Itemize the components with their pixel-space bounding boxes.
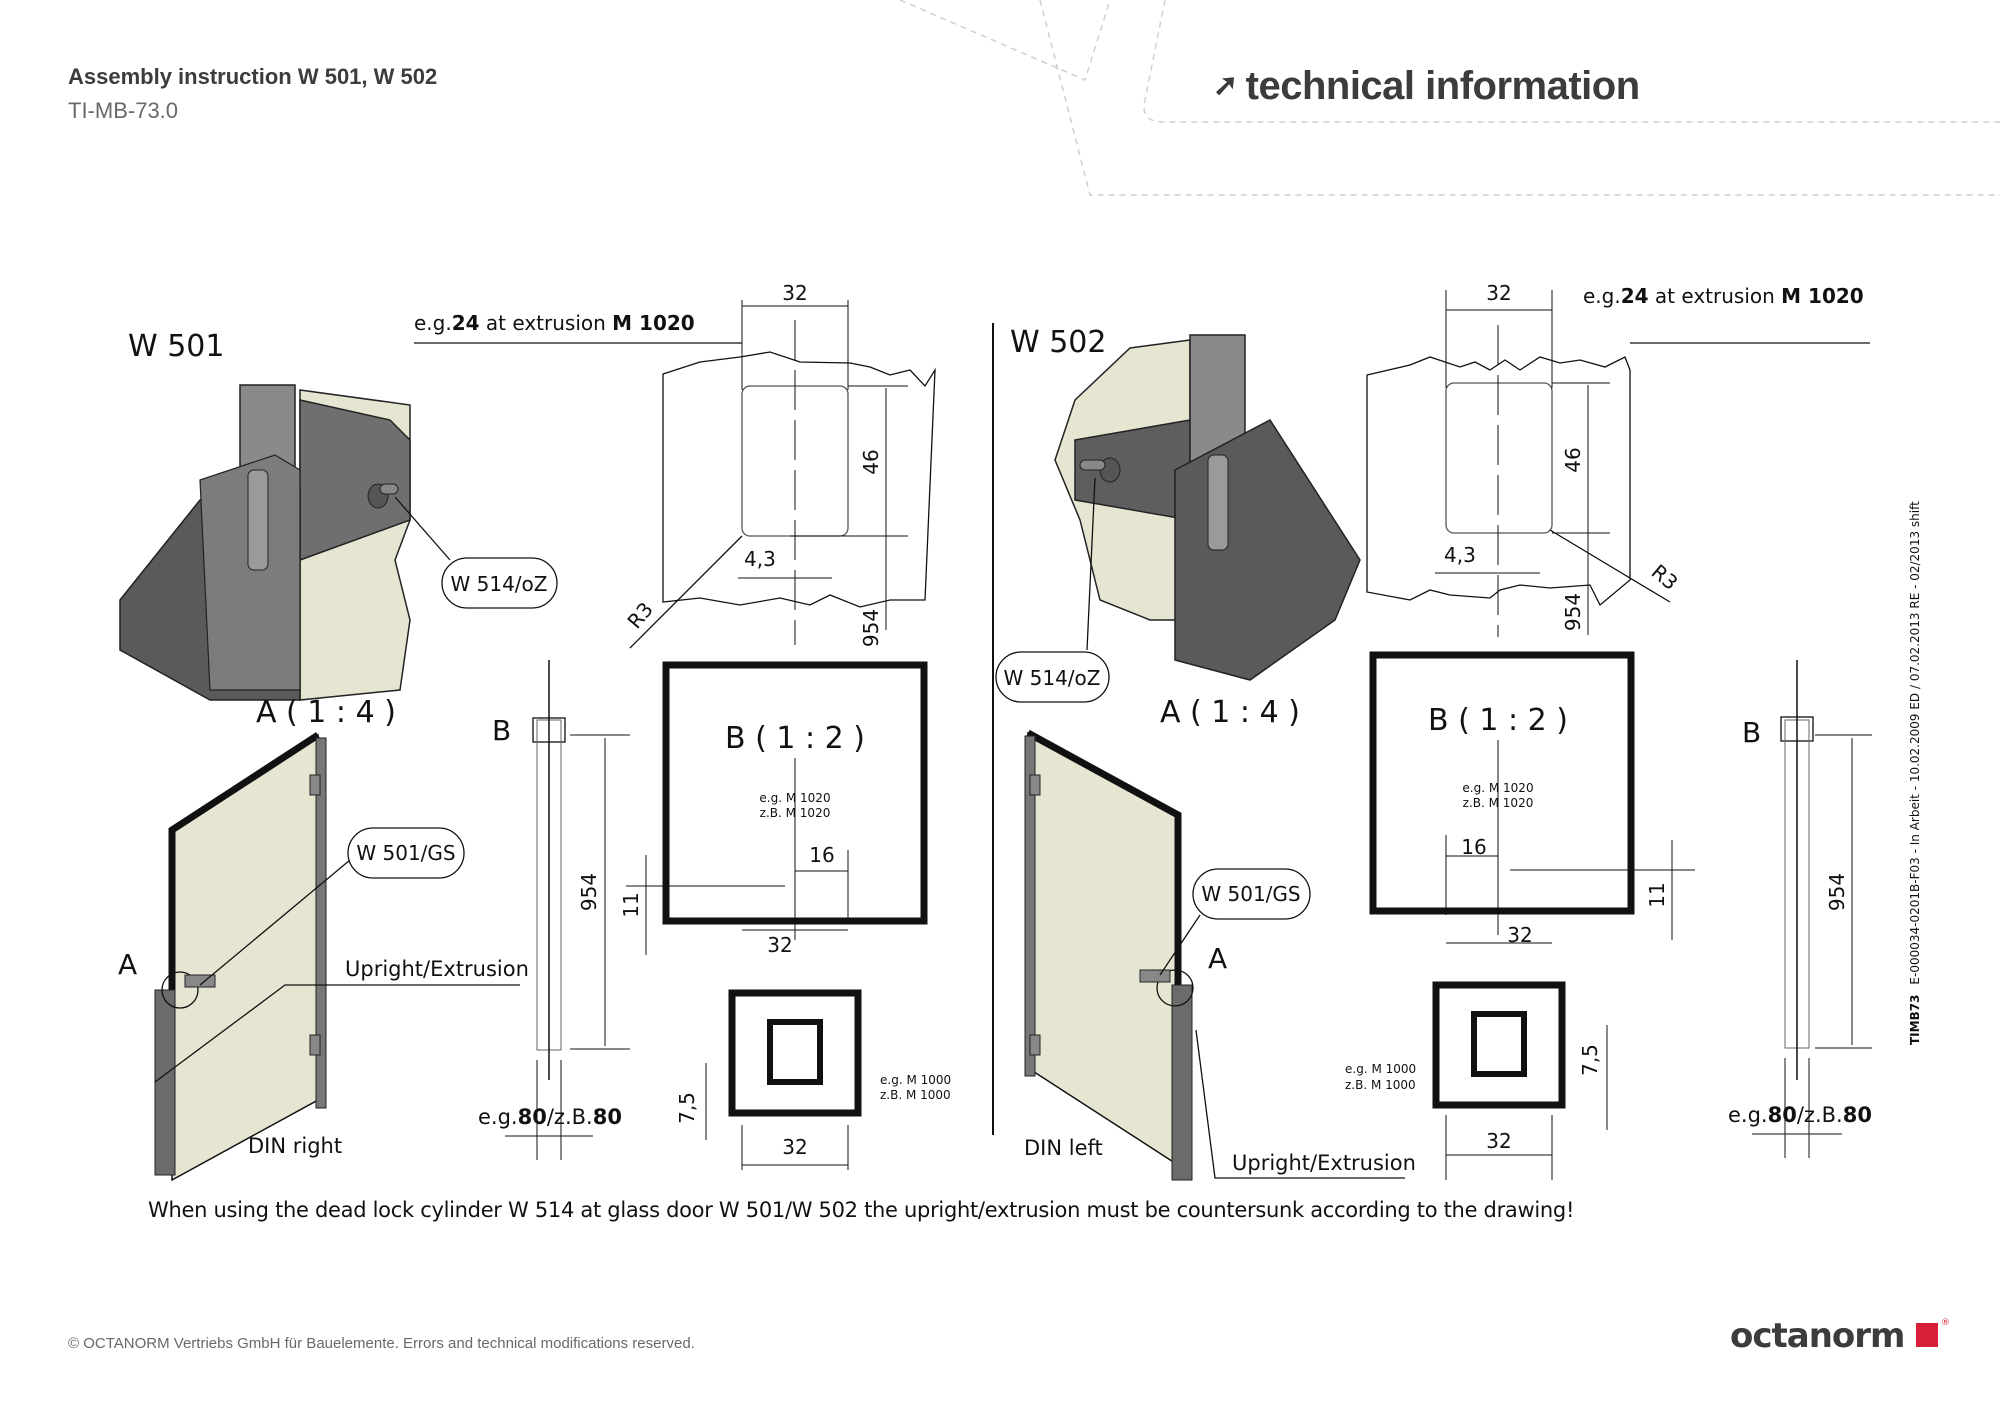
w502-marker-a: A	[1208, 942, 1227, 975]
w501-offset-note: e.g.24 at extrusion M 1020	[414, 311, 695, 335]
w502-radius: R3	[1647, 559, 1683, 594]
w501-detail-label: A ( 1 : 4 )	[256, 695, 396, 730]
w501-upright-width: e.g.80/z.B.80	[478, 1105, 622, 1129]
w502-extrusion-width: 32	[1486, 1129, 1511, 1153]
header-frame	[899, 0, 2000, 196]
w501-section-width: 32	[767, 933, 792, 957]
w502-din-label: DIN left	[1024, 1136, 1103, 1160]
w501-extrusion-profile-line1: e.g. M 1000	[880, 1073, 951, 1087]
document-number: TI-MB-73.0	[68, 98, 179, 123]
w501-door-illustration	[154, 732, 327, 1182]
w502-offset-note: e.g.24 at extrusion M 1020	[1583, 284, 1864, 308]
arrow-up-right-icon: ➚	[1213, 69, 1238, 102]
w502-handle-callout-label: W 501/GS	[1201, 882, 1300, 906]
document-title: Assembly instruction W 501, W 502	[68, 64, 438, 89]
w501-slot-width: 4,3	[744, 547, 776, 571]
countersink-note: When using the dead lock cylinder W 514 …	[148, 1198, 1575, 1222]
w501-upright-label: Upright/Extrusion	[345, 957, 529, 981]
w501-marker-a: A	[118, 948, 137, 981]
w502-upright-height: 954	[1825, 873, 1849, 911]
w501-din-label: DIN right	[248, 1134, 342, 1158]
w501-handle-callout-label: W 501/GS	[356, 841, 455, 865]
w502-section-width: 32	[1507, 923, 1532, 947]
w501-section-half-width: 16	[809, 843, 834, 867]
section-heading: ➚technical information	[1213, 64, 1640, 109]
side-reference: TIMB73 E-000034-0201B-F03 - In Arbeit - 1…	[1908, 501, 1922, 1045]
w501-handle-callout	[347, 827, 465, 879]
w501-section-depth: 11	[619, 892, 643, 917]
w502-extrusion-groove: 7,5	[1578, 1044, 1602, 1076]
w502-marker-b: B	[1742, 716, 1761, 749]
footer-copyright: © OCTANORM Vertriebs GmbH für Bauelement…	[68, 1335, 695, 1352]
w501-extrusion-width: 32	[782, 1135, 807, 1159]
w501-cutout-height: 46	[859, 449, 883, 474]
side-reference-text: E-000034-0201B-F03 - In Arbeit - 10.02.2…	[1908, 501, 1922, 985]
w501-upright-height: 954	[577, 873, 601, 911]
w502-extrusion-profile-line1: e.g. M 1000	[1345, 1062, 1416, 1076]
w502-cutout-height: 46	[1561, 447, 1585, 472]
w502-cutout-elevation: 954	[1561, 593, 1585, 631]
w502-door-illustration	[1024, 729, 1194, 1181]
w501-detail-illustration	[119, 384, 411, 701]
w502-title: W 502	[1010, 325, 1106, 360]
side-reference-code: TIMB73	[1908, 994, 1922, 1045]
w502-detail-illustration	[1054, 334, 1361, 681]
w501-section-label: B ( 1 : 2 )	[725, 721, 865, 756]
w502-upright-label: Upright/Extrusion	[1232, 1151, 1416, 1175]
brand-logo: octanorm	[1730, 1316, 1905, 1356]
w501-title: W 501	[128, 329, 224, 364]
w502-cylinder-callout	[995, 651, 1110, 703]
w501-cutout-elevation: 954	[859, 609, 883, 647]
w502-detail-label: A ( 1 : 4 )	[1160, 695, 1300, 730]
w502-slot-width: 4,3	[1444, 543, 1476, 567]
registered-mark: ®	[1941, 1318, 1950, 1328]
section-heading-label: technical information	[1245, 64, 1641, 108]
w502-cutout-width: 32	[1486, 281, 1511, 305]
w502-cylinder-callout-label: W 514/oZ	[1004, 666, 1101, 690]
w502-section-label: B ( 1 : 2 )	[1428, 703, 1568, 738]
w502-section-half-width: 16	[1461, 835, 1486, 859]
w502-handle-callout	[1192, 868, 1311, 920]
w502-extrusion-profile-line2: z.B. M 1000	[1345, 1078, 1416, 1092]
w502-section-depth: 11	[1645, 882, 1669, 907]
w501-cylinder-callout-label: W 514/oZ	[451, 572, 548, 596]
w501-panel: W 501 W 514/oZ A ( 1 : 4 ) A	[118, 281, 951, 1182]
brand-mark-icon	[1916, 1323, 1938, 1347]
w502-upright-width: e.g.80/z.B.80	[1728, 1103, 1872, 1127]
w501-cutout-width: 32	[782, 281, 807, 305]
w502-panel: W 502 W 514/oZ A ( 1 : 4 ) W 501/GS	[995, 281, 1872, 1181]
w501-marker-b: B	[492, 714, 511, 747]
w501-extrusion-groove: 7,5	[675, 1092, 699, 1124]
w501-radius: R3	[622, 597, 657, 633]
w501-cylinder-callout	[441, 557, 558, 609]
w501-extrusion-profile-line2: z.B. M 1000	[880, 1088, 951, 1102]
